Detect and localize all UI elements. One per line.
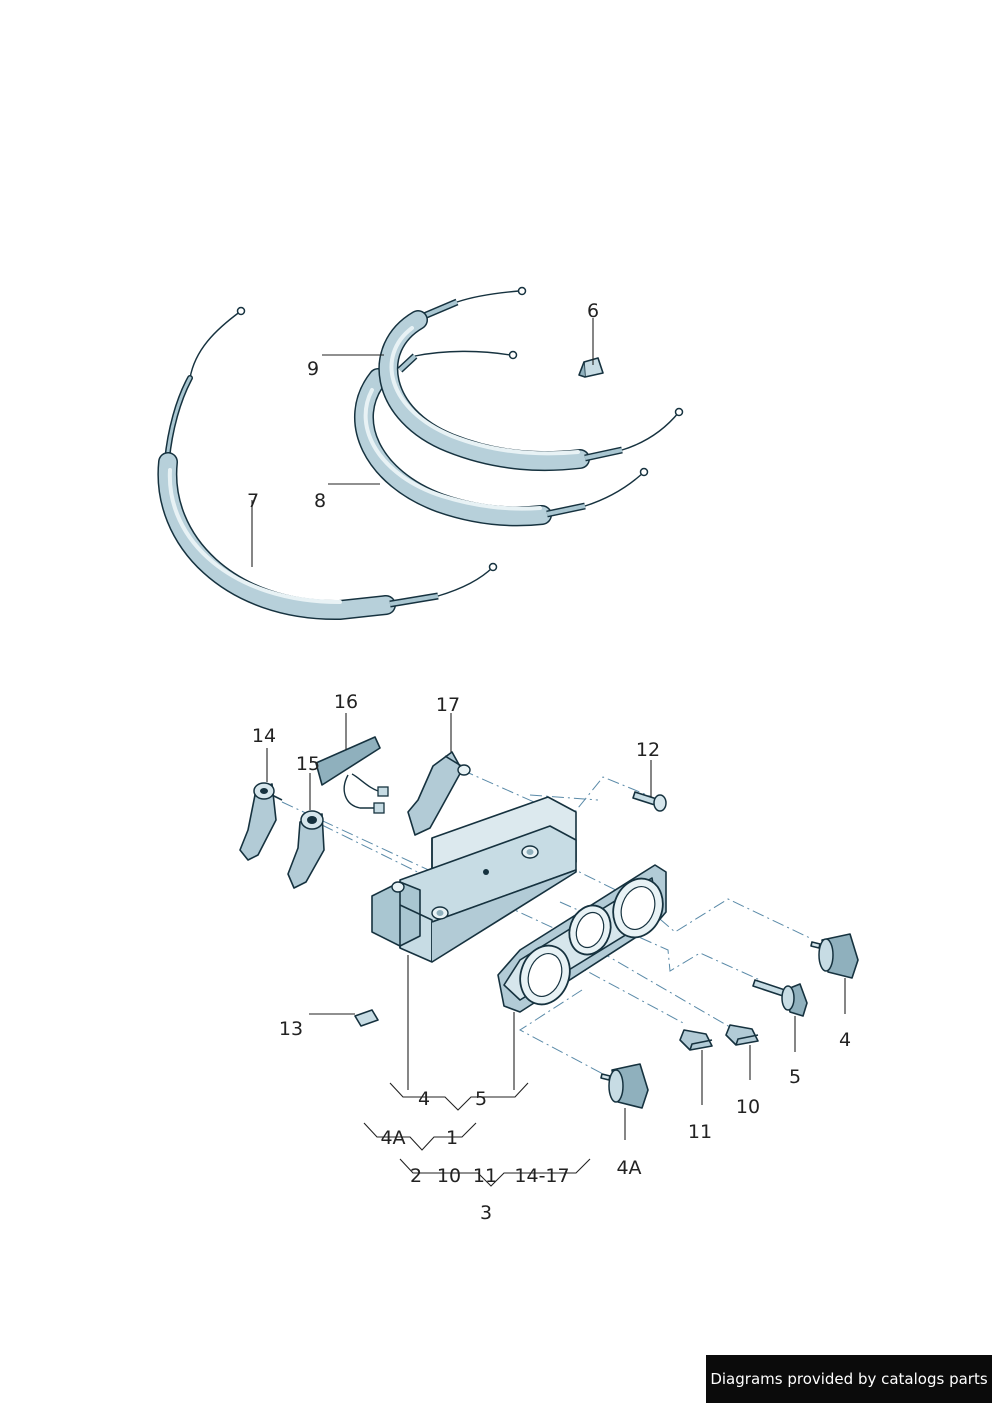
- callout-16: 16: [334, 691, 358, 713]
- cable-9: [378, 286, 684, 472]
- knob-4: [810, 933, 859, 979]
- screw-12: [632, 791, 667, 812]
- catalog-credit-text: Diagrams provided by catalogs parts: [710, 1370, 988, 1388]
- callout-3: 3: [480, 1202, 492, 1224]
- bracket-14: [239, 782, 283, 861]
- callout-labels: 6 9 7 8 16 17 14 12 15 13 4 5 10 11 4A 4…: [247, 300, 851, 1224]
- callout-5-knob: 5: [789, 1066, 801, 1088]
- callout-17: 17: [436, 694, 460, 716]
- callout-2: 2: [410, 1165, 422, 1187]
- bulb-holder-16: [315, 736, 389, 814]
- callout-12: 12: [636, 739, 660, 761]
- callout-14: 14: [252, 725, 276, 747]
- spacer-13: [354, 1009, 379, 1027]
- callout-4A-group: 4A: [380, 1127, 405, 1149]
- switch-17: [407, 751, 471, 836]
- callout-9: 9: [307, 358, 319, 380]
- callout-4-group: 4: [418, 1088, 430, 1110]
- leader-lines: [251, 318, 846, 1140]
- switch-button-10: [725, 1024, 759, 1046]
- cable-8: [353, 350, 649, 527]
- callout-8: 8: [314, 490, 326, 512]
- housing-stud-right: [521, 845, 539, 859]
- group-braces: [363, 1082, 591, 1187]
- clip-6: [578, 357, 604, 378]
- callout-7: 7: [247, 490, 259, 512]
- callout-6: 6: [587, 300, 599, 322]
- cable-7: [157, 306, 498, 621]
- callout-13: 13: [279, 1018, 303, 1040]
- switch-button-11: [679, 1029, 713, 1051]
- housing-stud-left: [431, 906, 449, 920]
- callout-4A-knob: 4A: [616, 1157, 641, 1179]
- control-housing: [371, 796, 577, 963]
- knob-5: [752, 979, 808, 1017]
- callout-4-knob: 4: [839, 1029, 851, 1051]
- callout-14-17: 14-17: [514, 1165, 569, 1187]
- catalog-credit-banner: Diagrams provided by catalogs parts: [706, 1355, 992, 1403]
- faceplate: [497, 864, 667, 1013]
- dial-opening-right: [612, 877, 664, 939]
- callout-11-button: 11: [688, 1121, 712, 1143]
- callout-1: 1: [446, 1127, 458, 1149]
- callout-11-group: 11: [473, 1165, 497, 1187]
- callout-10-group: 10: [437, 1165, 461, 1187]
- bracket-15: [287, 810, 325, 889]
- callout-15: 15: [296, 753, 320, 775]
- dial-opening-left: [519, 944, 571, 1006]
- dial-opening-middle: [568, 904, 612, 956]
- callout-5-group: 5: [475, 1088, 487, 1110]
- callout-10-button: 10: [736, 1096, 760, 1118]
- knob-4A: [600, 1063, 649, 1109]
